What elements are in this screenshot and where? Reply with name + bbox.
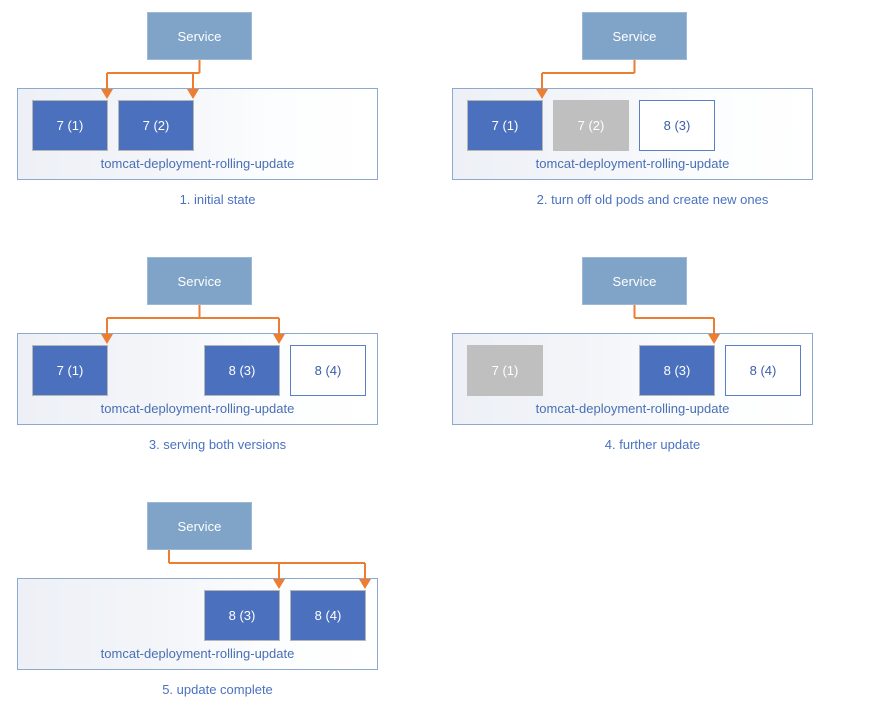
deployment-name-label: tomcat-deployment-rolling-update	[100, 401, 295, 416]
pod-pending[interactable]: 8 (4)	[290, 345, 366, 396]
deployment-name-label: tomcat-deployment-rolling-update	[100, 646, 295, 661]
deployment-container: 8 (3) 8 (4) tomcat-deployment-rolling-upda…	[17, 578, 378, 670]
deployment-name-label: tomcat-deployment-rolling-update	[535, 156, 730, 171]
service-label: Service	[612, 28, 657, 44]
pod-terminating[interactable]: 7 (2)	[553, 100, 629, 151]
service-box[interactable]: Service	[147, 257, 252, 305]
pod-label: 8 (4)	[314, 363, 342, 378]
pod-label: 8 (4)	[749, 363, 777, 378]
panel-3: Service 7 (1) 8 (3) 8 (4) tomcat-deployment-…	[0, 245, 435, 475]
deployment-container: 7 (1) 8 (3) 8 (4) tomcat-deployment-rolling…	[17, 333, 378, 425]
service-box[interactable]: Service	[582, 257, 687, 305]
pod-label: 7 (1)	[56, 363, 84, 378]
pod-active[interactable]: 7 (1)	[467, 100, 543, 151]
service-box[interactable]: Service	[147, 502, 252, 550]
pod-active[interactable]: 7 (2)	[118, 100, 194, 151]
pod-label: 8 (3)	[228, 363, 256, 378]
pod-label: 7 (1)	[491, 118, 519, 133]
pod-active[interactable]: 8 (3)	[639, 345, 715, 396]
pod-label: 8 (3)	[663, 118, 691, 133]
pod-label: 7 (2)	[142, 118, 170, 133]
panel-caption: 4. further update	[604, 437, 701, 452]
deployment-name-label: tomcat-deployment-rolling-update	[535, 401, 730, 416]
pod-active[interactable]: 8 (4)	[290, 590, 366, 641]
pod-active[interactable]: 8 (3)	[204, 590, 280, 641]
service-box[interactable]: Service	[147, 12, 252, 60]
panel-caption: 3. serving both versions	[148, 437, 287, 452]
pod-active[interactable]: 8 (3)	[204, 345, 280, 396]
pod-label: 8 (3)	[663, 363, 691, 378]
pod-label: 7 (2)	[577, 118, 605, 133]
pod-label: 8 (4)	[314, 608, 342, 623]
service-label: Service	[612, 273, 657, 289]
pod-terminating[interactable]: 7 (1)	[467, 345, 543, 396]
panel-4: Service 7 (1) 8 (3) 8 (4) tomcat-deployment-…	[435, 245, 870, 475]
panel-caption: 2. turn off old pods and create new ones	[536, 192, 769, 207]
pod-active[interactable]: 7 (1)	[32, 100, 108, 151]
deployment-container: 7 (1) 8 (3) 8 (4) tomcat-deployment-rolling…	[452, 333, 813, 425]
deployment-container: 7 (1) 7 (2) tomcat-deployment-rolling-upda…	[17, 88, 378, 180]
panel-2: Service 7 (1) 7 (2) 8 (3) tomcat-deployment-…	[435, 0, 870, 230]
pod-pending[interactable]: 8 (4)	[725, 345, 801, 396]
service-label: Service	[177, 28, 222, 44]
panel-5: Service 8 (3) 8 (4) tomcat-deployment-rolli…	[0, 490, 435, 720]
service-label: Service	[177, 273, 222, 289]
panel-caption: 1. initial state	[179, 192, 256, 207]
deployment-name-label: tomcat-deployment-rolling-update	[100, 156, 295, 171]
service-box[interactable]: Service	[582, 12, 687, 60]
pod-label: 7 (1)	[491, 363, 519, 378]
pod-label: 8 (3)	[228, 608, 256, 623]
pod-pending[interactable]: 8 (3)	[639, 100, 715, 151]
pod-active[interactable]: 7 (1)	[32, 345, 108, 396]
deployment-container: 7 (1) 7 (2) 8 (3) tomcat-deployment-rolling…	[452, 88, 813, 180]
pod-label: 7 (1)	[56, 118, 84, 133]
panel-1: Service 7 (1) 7 (2) tomcat-deployment-rolli…	[0, 0, 435, 230]
panel-caption: 5. update complete	[162, 682, 273, 697]
service-label: Service	[177, 518, 222, 534]
